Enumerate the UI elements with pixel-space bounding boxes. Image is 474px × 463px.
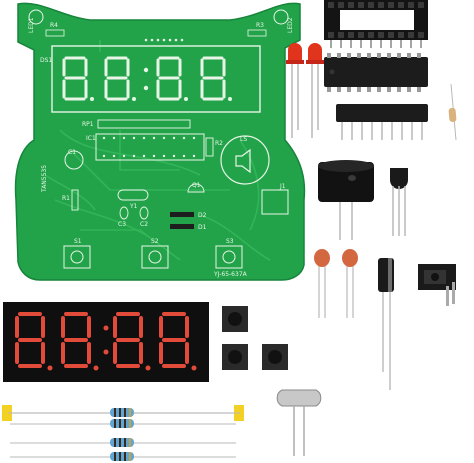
silk-y1: Y1 xyxy=(129,203,138,210)
silk-j1: J1 xyxy=(279,183,286,190)
electrolytic-capacitor xyxy=(378,258,394,390)
r2-footprint xyxy=(205,137,214,157)
d2-footprint xyxy=(170,212,194,217)
silk-rp1: RP1 xyxy=(82,121,94,128)
q1-footprint xyxy=(187,183,205,193)
silk-r1: R1 xyxy=(62,195,70,202)
dc-power-jack xyxy=(418,264,456,306)
silk-r2: R2 xyxy=(215,140,223,147)
silk-ls: LS xyxy=(240,136,247,143)
ic-socket xyxy=(324,0,428,48)
crystal-oscillator xyxy=(276,389,322,456)
ceramic-capacitors xyxy=(314,249,358,318)
dip-chip xyxy=(324,53,428,92)
seven-segment-display xyxy=(3,302,209,382)
switch-footprints xyxy=(63,245,243,269)
silk-r3: R3 xyxy=(256,22,264,29)
r1-footprint xyxy=(71,189,79,211)
silk-c1: C1 xyxy=(68,149,76,156)
d1-footprint xyxy=(170,224,194,229)
silk-ic1: IC1 xyxy=(86,135,96,142)
speaker-icon xyxy=(235,148,251,174)
transistor xyxy=(390,168,408,236)
resistor-network xyxy=(336,104,428,140)
pcb-board: LED1 LED2 R4 R3 DS1 xyxy=(14,2,306,281)
c2-footprint xyxy=(139,206,149,220)
buzzer-footprint xyxy=(220,135,270,185)
silk-led2: LED2 xyxy=(287,17,294,33)
c3-footprint xyxy=(119,206,129,220)
silk-brand: TAN5535 xyxy=(41,165,48,193)
resistors xyxy=(8,408,240,461)
c1-footprint xyxy=(64,150,84,170)
rp1-footprint xyxy=(97,119,191,129)
silk-d1: D1 xyxy=(198,224,207,231)
header-pads xyxy=(144,38,184,42)
silk-q1: Q1 xyxy=(192,182,201,189)
ic1-footprint xyxy=(95,133,205,161)
r3-footprint xyxy=(247,29,267,37)
silk-s2: S2 xyxy=(151,238,159,245)
silk-model: YJ-65-637A xyxy=(213,271,248,278)
tactile-switches xyxy=(222,306,288,370)
silk-r4: R4 xyxy=(50,22,58,29)
silk-s1: S1 xyxy=(74,238,82,245)
ds1-silk-digits xyxy=(62,56,232,101)
red-leds xyxy=(286,43,324,138)
r4-footprint xyxy=(45,29,65,37)
j1-footprint xyxy=(261,189,289,215)
led1-footprint xyxy=(28,9,44,25)
silk-c2: C2 xyxy=(140,221,148,228)
resistor-small-right xyxy=(448,83,457,141)
y1-footprint xyxy=(117,189,149,201)
ic1-pads xyxy=(102,136,196,158)
silk-ds1: DS1 xyxy=(40,57,52,64)
silk-c3: C3 xyxy=(118,221,126,228)
buzzer xyxy=(318,160,374,240)
ds1-outline xyxy=(51,45,261,113)
silk-d2: D2 xyxy=(198,212,207,219)
led2-footprint xyxy=(273,9,289,25)
silk-led1: LED1 xyxy=(28,17,35,33)
silk-s3: S3 xyxy=(226,238,234,245)
